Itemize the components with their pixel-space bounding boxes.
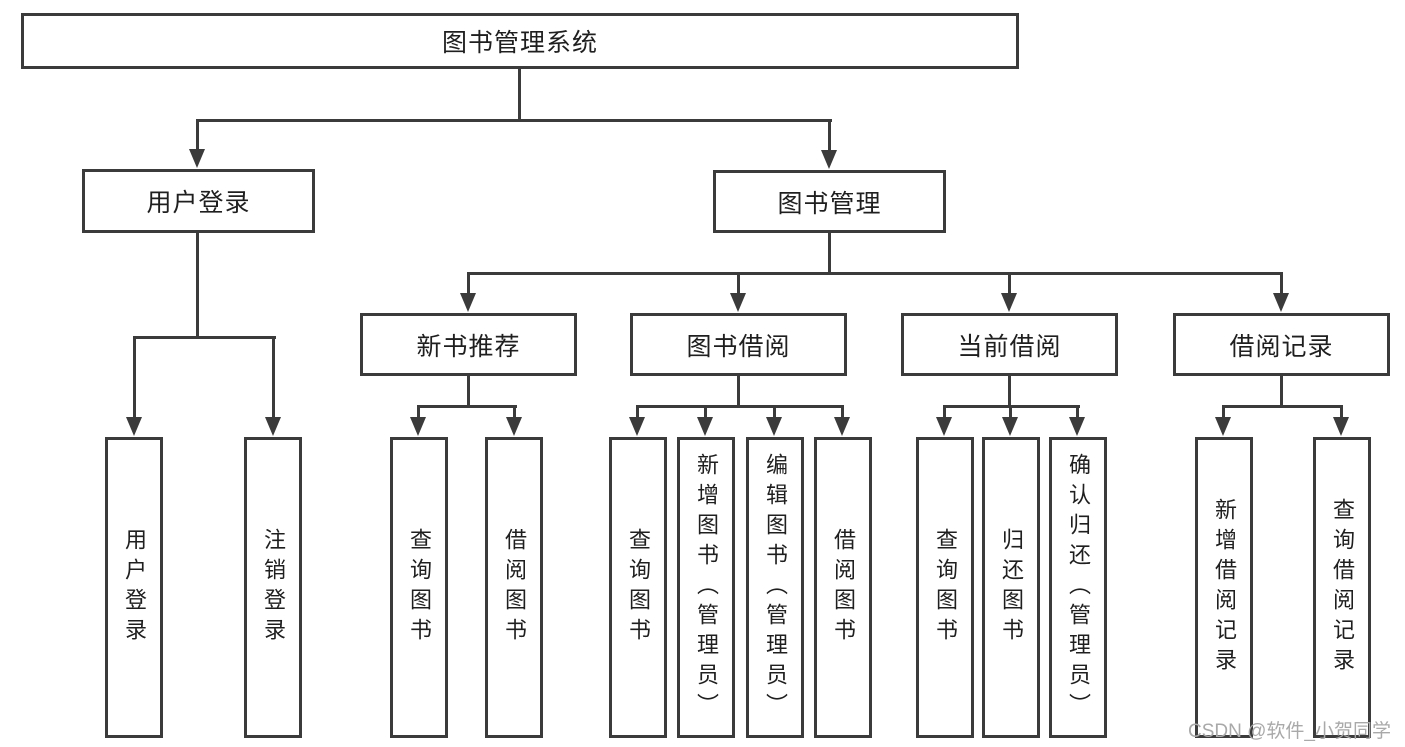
connector-line: [133, 336, 276, 339]
connector-line: [828, 119, 831, 153]
connector-line: [196, 233, 199, 339]
node-label: 查询图书: [626, 527, 651, 648]
node-label: 注销登录: [261, 527, 286, 648]
node-label: 查询借阅记录: [1330, 497, 1355, 678]
connector-line: [841, 405, 844, 421]
node-library-management-system: 图书管理系统: [21, 13, 1019, 69]
node-confirm-return-admin: 确认归还（管理员）: [1049, 437, 1107, 738]
node-label: 查询图书: [407, 527, 432, 648]
connector-line: [467, 272, 470, 296]
node-query-books-current: 查询图书: [916, 437, 974, 738]
connector-line: [737, 272, 740, 296]
csdn-watermark: CSDN @软件_小贺同学: [1188, 721, 1391, 742]
node-label: 确认归还（管理员）: [1066, 452, 1091, 723]
node-add-books-admin: 新增图书（管理员）: [677, 437, 735, 738]
arrow-down-icon: [1002, 417, 1018, 436]
arrow-down-icon: [766, 417, 782, 436]
node-borrow-books-recommend: 借阅图书: [485, 437, 543, 738]
node-label: 新增图书（管理员）: [694, 452, 719, 723]
arrow-down-icon: [410, 417, 426, 436]
arrow-down-icon: [936, 417, 952, 436]
node-current-borrowing: 当前借阅: [901, 313, 1118, 376]
connector-line: [737, 376, 740, 408]
node-new-book-recommend: 新书推荐: [360, 313, 577, 376]
connector-line: [133, 336, 136, 421]
arrow-down-icon: [730, 293, 746, 312]
connector-line: [196, 119, 199, 153]
connector-line: [513, 405, 516, 421]
arrow-down-icon: [265, 417, 281, 436]
connector-line: [1076, 405, 1079, 421]
node-label: 当前借阅: [957, 332, 1062, 361]
connector-line: [704, 405, 707, 421]
connector-line: [1009, 405, 1012, 421]
connector-line: [636, 405, 639, 421]
connector-line: [467, 272, 1283, 275]
connector-line: [417, 405, 517, 408]
connector-line: [1280, 272, 1283, 296]
node-borrow-books-action: 借阅图书: [814, 437, 872, 738]
connector-line: [1008, 376, 1011, 408]
connector-line: [196, 119, 832, 122]
connector-line: [636, 405, 844, 408]
connector-line: [943, 405, 946, 421]
arrow-down-icon: [189, 149, 205, 168]
arrow-down-icon: [1215, 417, 1231, 436]
node-add-borrow-record: 新增借阅记录: [1195, 437, 1253, 738]
connector-line: [773, 405, 776, 421]
node-label: 图书管理系统: [441, 29, 598, 57]
node-label: 归还图书: [999, 527, 1024, 648]
arrow-down-icon: [821, 150, 837, 169]
arrow-down-icon: [629, 417, 645, 436]
connector-line: [417, 405, 420, 421]
node-label: 用户登录: [122, 527, 147, 648]
connector-line: [1222, 405, 1225, 421]
connector-line: [1280, 376, 1283, 408]
node-borrowing-records: 借阅记录: [1173, 313, 1390, 376]
arrow-down-icon: [460, 293, 476, 312]
node-book-borrowing: 图书借阅: [630, 313, 847, 376]
connector-line: [467, 376, 470, 408]
connector-line: [1340, 405, 1343, 421]
node-label: 借阅图书: [502, 527, 527, 648]
connector-line: [272, 336, 275, 421]
node-label: 新书推荐: [416, 332, 521, 361]
node-query-books-borrow: 查询图书: [609, 437, 667, 738]
connector-line: [828, 233, 831, 275]
node-label: 图书管理: [777, 189, 882, 218]
node-book-management-module: 图书管理: [713, 170, 946, 233]
node-user-login-action: 用户登录: [105, 437, 163, 738]
node-return-books: 归还图书: [982, 437, 1040, 738]
arrow-down-icon: [697, 417, 713, 436]
node-logout-action: 注销登录: [244, 437, 302, 738]
node-label: 编辑图书（管理员）: [763, 452, 788, 723]
arrow-down-icon: [834, 417, 850, 436]
node-label: 新增借阅记录: [1212, 497, 1237, 678]
node-label: 借阅记录: [1229, 332, 1334, 361]
node-query-books-recommend: 查询图书: [390, 437, 448, 738]
connector-line: [1008, 272, 1011, 296]
node-query-borrow-record: 查询借阅记录: [1313, 437, 1371, 738]
connector-line: [518, 69, 521, 120]
arrow-down-icon: [1001, 293, 1017, 312]
node-label: 借阅图书: [831, 527, 856, 648]
arrow-down-icon: [126, 417, 142, 436]
arrow-down-icon: [506, 417, 522, 436]
node-label: 查询图书: [933, 527, 958, 648]
arrow-down-icon: [1273, 293, 1289, 312]
connector-line: [1222, 405, 1343, 408]
node-label: 用户登录: [146, 189, 251, 217]
arrow-down-icon: [1069, 417, 1085, 436]
node-user-login-module: 用户登录: [82, 169, 315, 233]
node-label: 图书借阅: [686, 332, 791, 361]
node-edit-books-admin: 编辑图书（管理员）: [746, 437, 804, 738]
arrow-down-icon: [1333, 417, 1349, 436]
